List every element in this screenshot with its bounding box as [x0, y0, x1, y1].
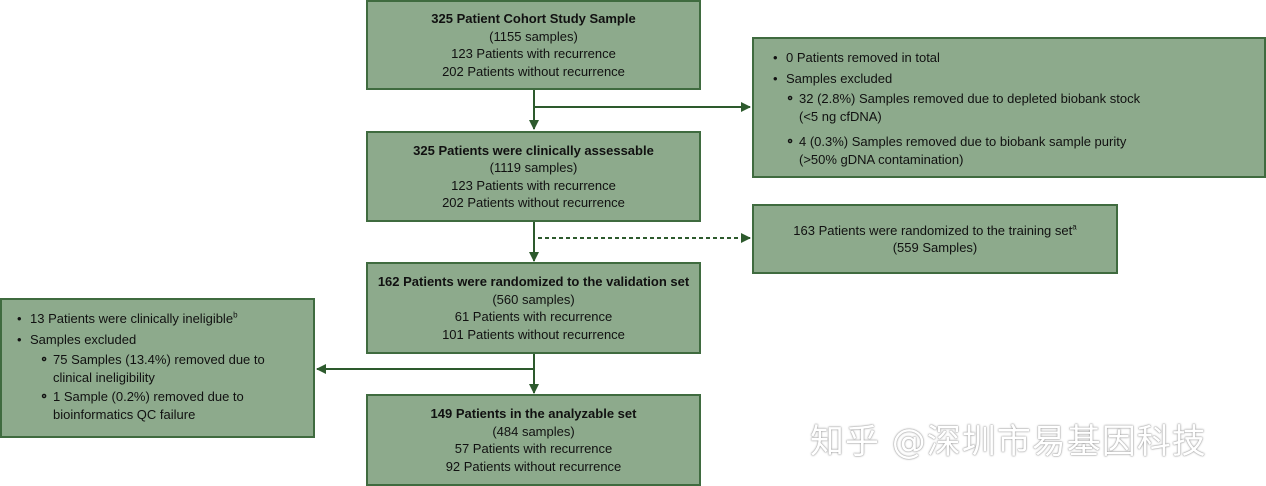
exclusion-top-sub-depleted-text: 32 (2.8%) Samples removed due to deplete…: [799, 91, 1141, 124]
validation-box: 162 Patients were randomized to the vali…: [366, 262, 701, 354]
cohort-no-recurrence: 202 Patients without recurrence: [442, 63, 625, 79]
analyzable-no-recurrence: 92 Patients without recurrence: [445, 458, 622, 474]
exclusion-top-item-samples: Samples excluded 32 (2.8%) Samples remov…: [770, 70, 1252, 169]
watermark: 知乎 @深圳市易基因科技: [810, 422, 1207, 462]
exclusion-top-patients-text: 0 Patients removed in total: [786, 50, 940, 65]
validation-title: 162 Patients were randomized to the vali…: [377, 274, 690, 289]
exclusion-top-sublist: 32 (2.8%) Samples removed due to deplete…: [786, 89, 1162, 168]
exclusion-left-list: 13 Patients were clinically ineligibleb …: [14, 310, 303, 423]
exclusion-left-sub-qc: 1 Sample (0.2%) removed due to bioinform…: [40, 387, 273, 423]
exclusion-left-item-samples: Samples excluded 75 Samples (13.4%) remo…: [14, 331, 303, 424]
validation-samples: (560 samples): [492, 291, 575, 307]
cohort-title: 325 Patient Cohort Study Sample: [431, 11, 636, 26]
exclusion-left-sublist: 75 Samples (13.4%) removed due to clinic…: [40, 350, 273, 423]
exclusion-top-sub-purity: 4 (0.3%) Samples removed due to biobank …: [786, 132, 1162, 168]
training-footnote-mark: a: [1072, 222, 1077, 232]
exclusion-top-list: 0 Patients removed in total Samples excl…: [770, 49, 1252, 168]
assessable-recurrence: 123 Patients with recurrence: [451, 177, 616, 193]
exclusion-left-box: 13 Patients were clinically ineligibleb …: [0, 298, 315, 438]
exclusion-top-samples-text: Samples excluded: [786, 70, 893, 86]
training-line1: 163 Patients were randomized to the trai…: [793, 222, 1076, 240]
exclusion-left-sub-ineligible: 75 Samples (13.4%) removed due to clinic…: [40, 350, 273, 386]
validation-no-recurrence: 101 Patients without recurrence: [442, 326, 625, 342]
exclusion-left-footnote-mark: b: [233, 310, 238, 320]
exclusion-top-sub-purity-text: 4 (0.3%) Samples removed due to biobank …: [799, 134, 1127, 167]
assessable-no-recurrence: 202 Patients without recurrence: [442, 195, 625, 210]
cohort-box: 325 Patient Cohort Study Sample (1155 sa…: [366, 0, 701, 90]
assessable-samples: (1119 samples): [489, 160, 578, 175]
validation-recurrence: 61 Patients with recurrence: [454, 309, 613, 324]
training-text: 163 Patients were randomized to the trai…: [793, 222, 1073, 238]
analyzable-recurrence: 57 Patients with recurrence: [454, 441, 613, 456]
exclusion-left-samples-text: Samples excluded: [30, 331, 137, 347]
exclusion-left-sub-ineligible-text: 75 Samples (13.4%) removed due to clinic…: [53, 352, 265, 385]
cohort-recurrence: 123 Patients with recurrence: [451, 46, 616, 61]
analyzable-box: 149 Patients in the analyzable set (484 …: [366, 394, 701, 486]
exclusion-left-item-patients: 13 Patients were clinically ineligibleb: [14, 310, 303, 328]
cohort-samples: (1155 samples): [489, 28, 578, 44]
exclusion-left-sub-qc-text: 1 Sample (0.2%) removed due to bioinform…: [53, 389, 244, 422]
analyzable-title: 149 Patients in the analyzable set: [430, 406, 637, 421]
exclusion-top-sub-depleted: 32 (2.8%) Samples removed due to deplete…: [786, 89, 1162, 125]
training-samples: (559 Samples): [892, 240, 978, 255]
assessable-title: 325 Patients were clinically assessable: [413, 142, 654, 158]
exclusion-top-item-patients: 0 Patients removed in total: [770, 49, 1252, 67]
exclusion-left-patients-text: 13 Patients were clinically ineligible: [30, 311, 234, 326]
training-box: 163 Patients were randomized to the trai…: [752, 204, 1118, 274]
assessable-box: 325 Patients were clinically assessable …: [366, 131, 701, 222]
analyzable-samples: (484 samples): [492, 423, 575, 439]
exclusion-top-box: 0 Patients removed in total Samples excl…: [752, 37, 1266, 178]
